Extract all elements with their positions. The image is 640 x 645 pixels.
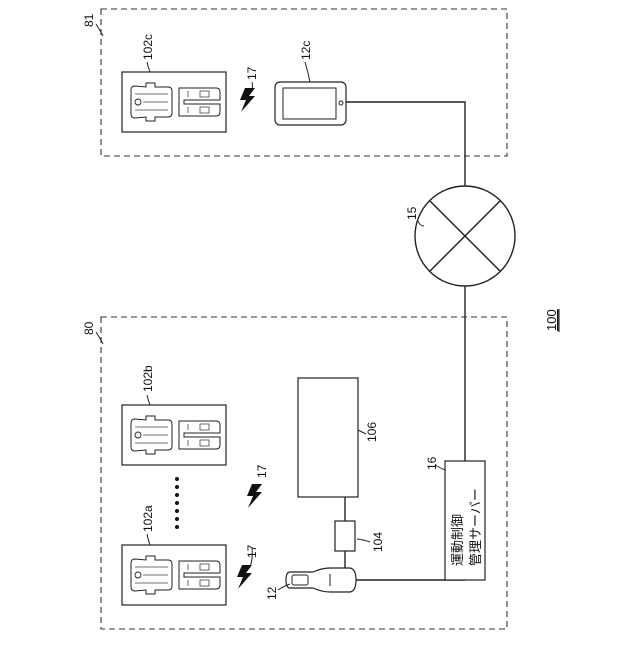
- wearable-102c: [122, 72, 226, 132]
- leader-102c: [147, 62, 150, 72]
- wearable-102b: [122, 405, 226, 465]
- tablet-device: [275, 82, 346, 125]
- label-81: 81: [82, 13, 96, 27]
- leader-104: [357, 539, 370, 542]
- leader-15: [418, 221, 424, 226]
- label-106: 106: [365, 422, 379, 442]
- leader-81: [96, 24, 103, 36]
- leader-102b: [147, 395, 150, 405]
- label-100: 100: [544, 309, 559, 331]
- label-17c: 17: [245, 66, 259, 80]
- network-node: [415, 186, 515, 286]
- label-12: 12: [265, 586, 279, 600]
- wearable-102a: [122, 545, 226, 605]
- ellipsis-dots: [175, 477, 179, 529]
- label-102c: 102c: [141, 34, 155, 60]
- wireless-c-icon: [240, 88, 255, 112]
- wireless-a-icon: [237, 565, 252, 589]
- label-15: 15: [405, 206, 419, 220]
- label-17a: 17: [245, 544, 259, 558]
- label-102a: 102a: [141, 505, 155, 532]
- label-104: 104: [371, 532, 385, 552]
- server-text-line1: 運動制御: [451, 514, 466, 566]
- leader-12c: [305, 62, 310, 82]
- leader-102a: [147, 534, 150, 545]
- server-text-line2: 管理サーバー: [469, 488, 484, 566]
- label-17b: 17: [255, 464, 269, 478]
- wireless-b-icon: [247, 484, 262, 508]
- label-102b: 102b: [141, 365, 155, 392]
- box-106: [298, 378, 358, 497]
- leader-80: [96, 332, 103, 344]
- label-12c: 12c: [299, 41, 313, 60]
- leader-17c: [252, 82, 253, 90]
- handheld-terminal: [286, 568, 356, 592]
- adapter-104: [335, 521, 355, 551]
- link-tablet-network: [346, 102, 465, 186]
- label-16: 16: [425, 456, 439, 470]
- label-80: 80: [82, 321, 96, 335]
